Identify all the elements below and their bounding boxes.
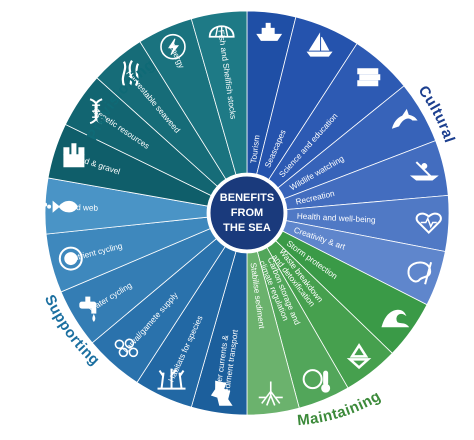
books-icon: [357, 68, 381, 87]
dna-icon: [89, 98, 103, 125]
sailboat-icon: [306, 32, 333, 57]
roots-icon: [258, 381, 283, 406]
segment-label-health: Health and well-being: [297, 212, 377, 225]
center-title-line-3: THE SEA: [223, 222, 271, 234]
tap-icon: [79, 296, 97, 322]
heart-monitor-icon: [415, 212, 442, 234]
segment-fish: [190, 10, 248, 176]
thermometer-icon: [302, 369, 331, 393]
segment-label-tourism: Tourism: [249, 134, 261, 164]
wave-icon: [381, 309, 410, 328]
ship-icon: [256, 22, 283, 41]
paint-palette-icon: [407, 261, 433, 285]
cnp-cycle-icon: [58, 246, 83, 271]
dolphin-icon: [391, 108, 418, 129]
eggs-icon: [114, 338, 139, 358]
coral-icon: [157, 368, 186, 390]
lightning-icon: [160, 33, 186, 60]
fish-food-web-icon: [43, 200, 78, 213]
segment-label-food-web: Food web: [62, 203, 99, 213]
shellfish-icon: [208, 25, 235, 38]
center-title-line-2: FROM: [231, 207, 263, 219]
seaweed-icon: [121, 59, 140, 87]
center-circle: [207, 173, 287, 253]
recycle-icon: [346, 343, 372, 370]
kayak-icon: [409, 161, 439, 181]
scotland-map-icon: [210, 380, 233, 406]
center-title-line-1: BENEFITS: [220, 192, 274, 204]
sandcastle-icon: [63, 143, 85, 168]
